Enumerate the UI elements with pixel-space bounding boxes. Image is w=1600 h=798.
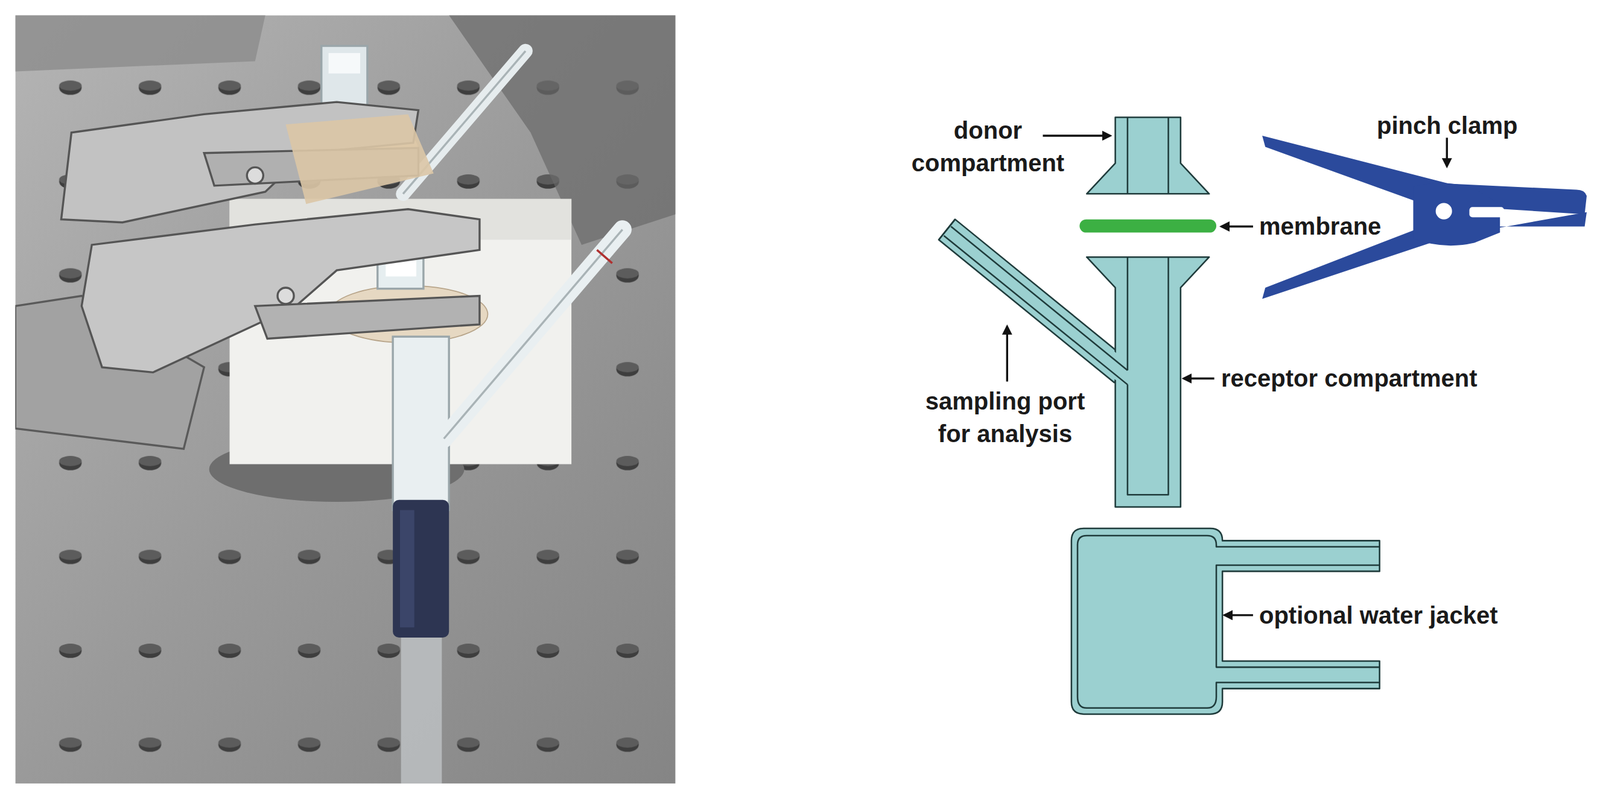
part-label: donor compartment [897,114,1079,180]
part-label: membrane [1259,209,1381,243]
receptor-compartment-shape [938,219,1210,508]
part-label: receptor compartment [1221,361,1478,395]
photo [15,15,676,784]
membrane-shape [1079,219,1217,233]
part-label: pinch clamp [1376,109,1518,142]
part-label: optional water jacket [1259,599,1499,632]
part-label: sampling port for analysis [913,384,1097,451]
donor-compartment-shape [1086,117,1210,194]
